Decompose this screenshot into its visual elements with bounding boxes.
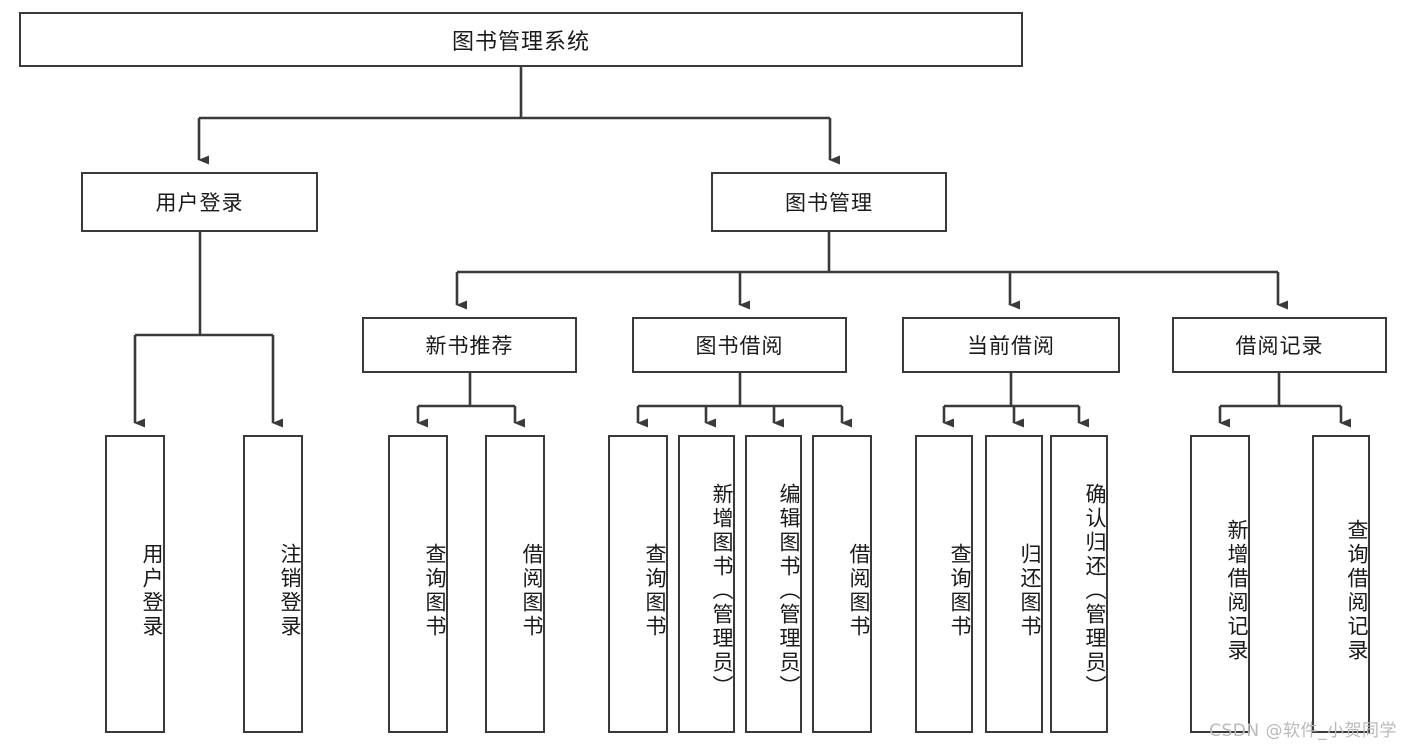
leaf-query-book-current[interactable]: 查询图书 [915, 435, 973, 733]
leaf-user-login[interactable]: 用户登录 [105, 435, 165, 733]
node-label: 借阅图书 [520, 543, 544, 639]
node-label: 归还图书 [1018, 543, 1042, 639]
leaf-query-book-borrow[interactable]: 查询图书 [608, 435, 668, 733]
node-label: 图书管理系统 [451, 29, 590, 55]
leaf-query-borrow-record[interactable]: 查询借阅记录 [1312, 435, 1370, 733]
node-label: 确认归还（管理员） [1083, 483, 1107, 699]
node-label: 查询图书 [643, 543, 667, 639]
leaf-edit-book-admin[interactable]: 编辑图书（管理员） [745, 435, 802, 733]
leaf-logout-login[interactable]: 注销登录 [243, 435, 303, 733]
node-current-borrow[interactable]: 当前借阅 [902, 317, 1120, 373]
node-label: 查询图书 [948, 543, 972, 639]
leaf-add-borrow-record[interactable]: 新增借阅记录 [1190, 435, 1250, 733]
leaf-add-book-admin[interactable]: 新增图书（管理员） [678, 435, 735, 733]
leaf-query-book-recommend[interactable]: 查询图书 [388, 435, 448, 733]
node-book-management-system[interactable]: 图书管理系统 [19, 12, 1023, 67]
node-label: 借阅图书 [847, 543, 871, 639]
node-borrow-record[interactable]: 借阅记录 [1172, 317, 1387, 373]
leaf-borrow-book-recommend[interactable]: 借阅图书 [485, 435, 545, 733]
node-label: 借阅记录 [1235, 334, 1324, 358]
node-book-borrow[interactable]: 图书借阅 [632, 317, 847, 373]
node-label: 图书管理 [785, 191, 873, 215]
leaf-return-book[interactable]: 归还图书 [985, 435, 1043, 733]
csdn-watermark: CSDN @软件_小贺同学 [1209, 721, 1397, 741]
leaf-confirm-return-admin[interactable]: 确认归还（管理员） [1050, 435, 1108, 733]
node-label: 查询借阅记录 [1345, 519, 1369, 663]
node-label: 新书推荐 [425, 334, 514, 358]
node-label: 查询图书 [423, 543, 447, 639]
node-label: 用户登录 [140, 543, 164, 639]
node-new-book-recommend[interactable]: 新书推荐 [362, 317, 577, 373]
node-user-login[interactable]: 用户登录 [81, 172, 318, 232]
node-label: 用户登录 [155, 191, 244, 215]
node-label: 编辑图书（管理员） [777, 483, 801, 699]
node-label: 新增借阅记录 [1225, 519, 1249, 663]
node-label: 图书借阅 [695, 334, 784, 358]
leaf-borrow-book[interactable]: 借阅图书 [812, 435, 872, 733]
node-book-management[interactable]: 图书管理 [711, 172, 947, 232]
node-label: 新增图书（管理员） [710, 483, 734, 699]
node-label: 注销登录 [278, 543, 302, 639]
node-label: 当前借阅 [967, 334, 1055, 358]
